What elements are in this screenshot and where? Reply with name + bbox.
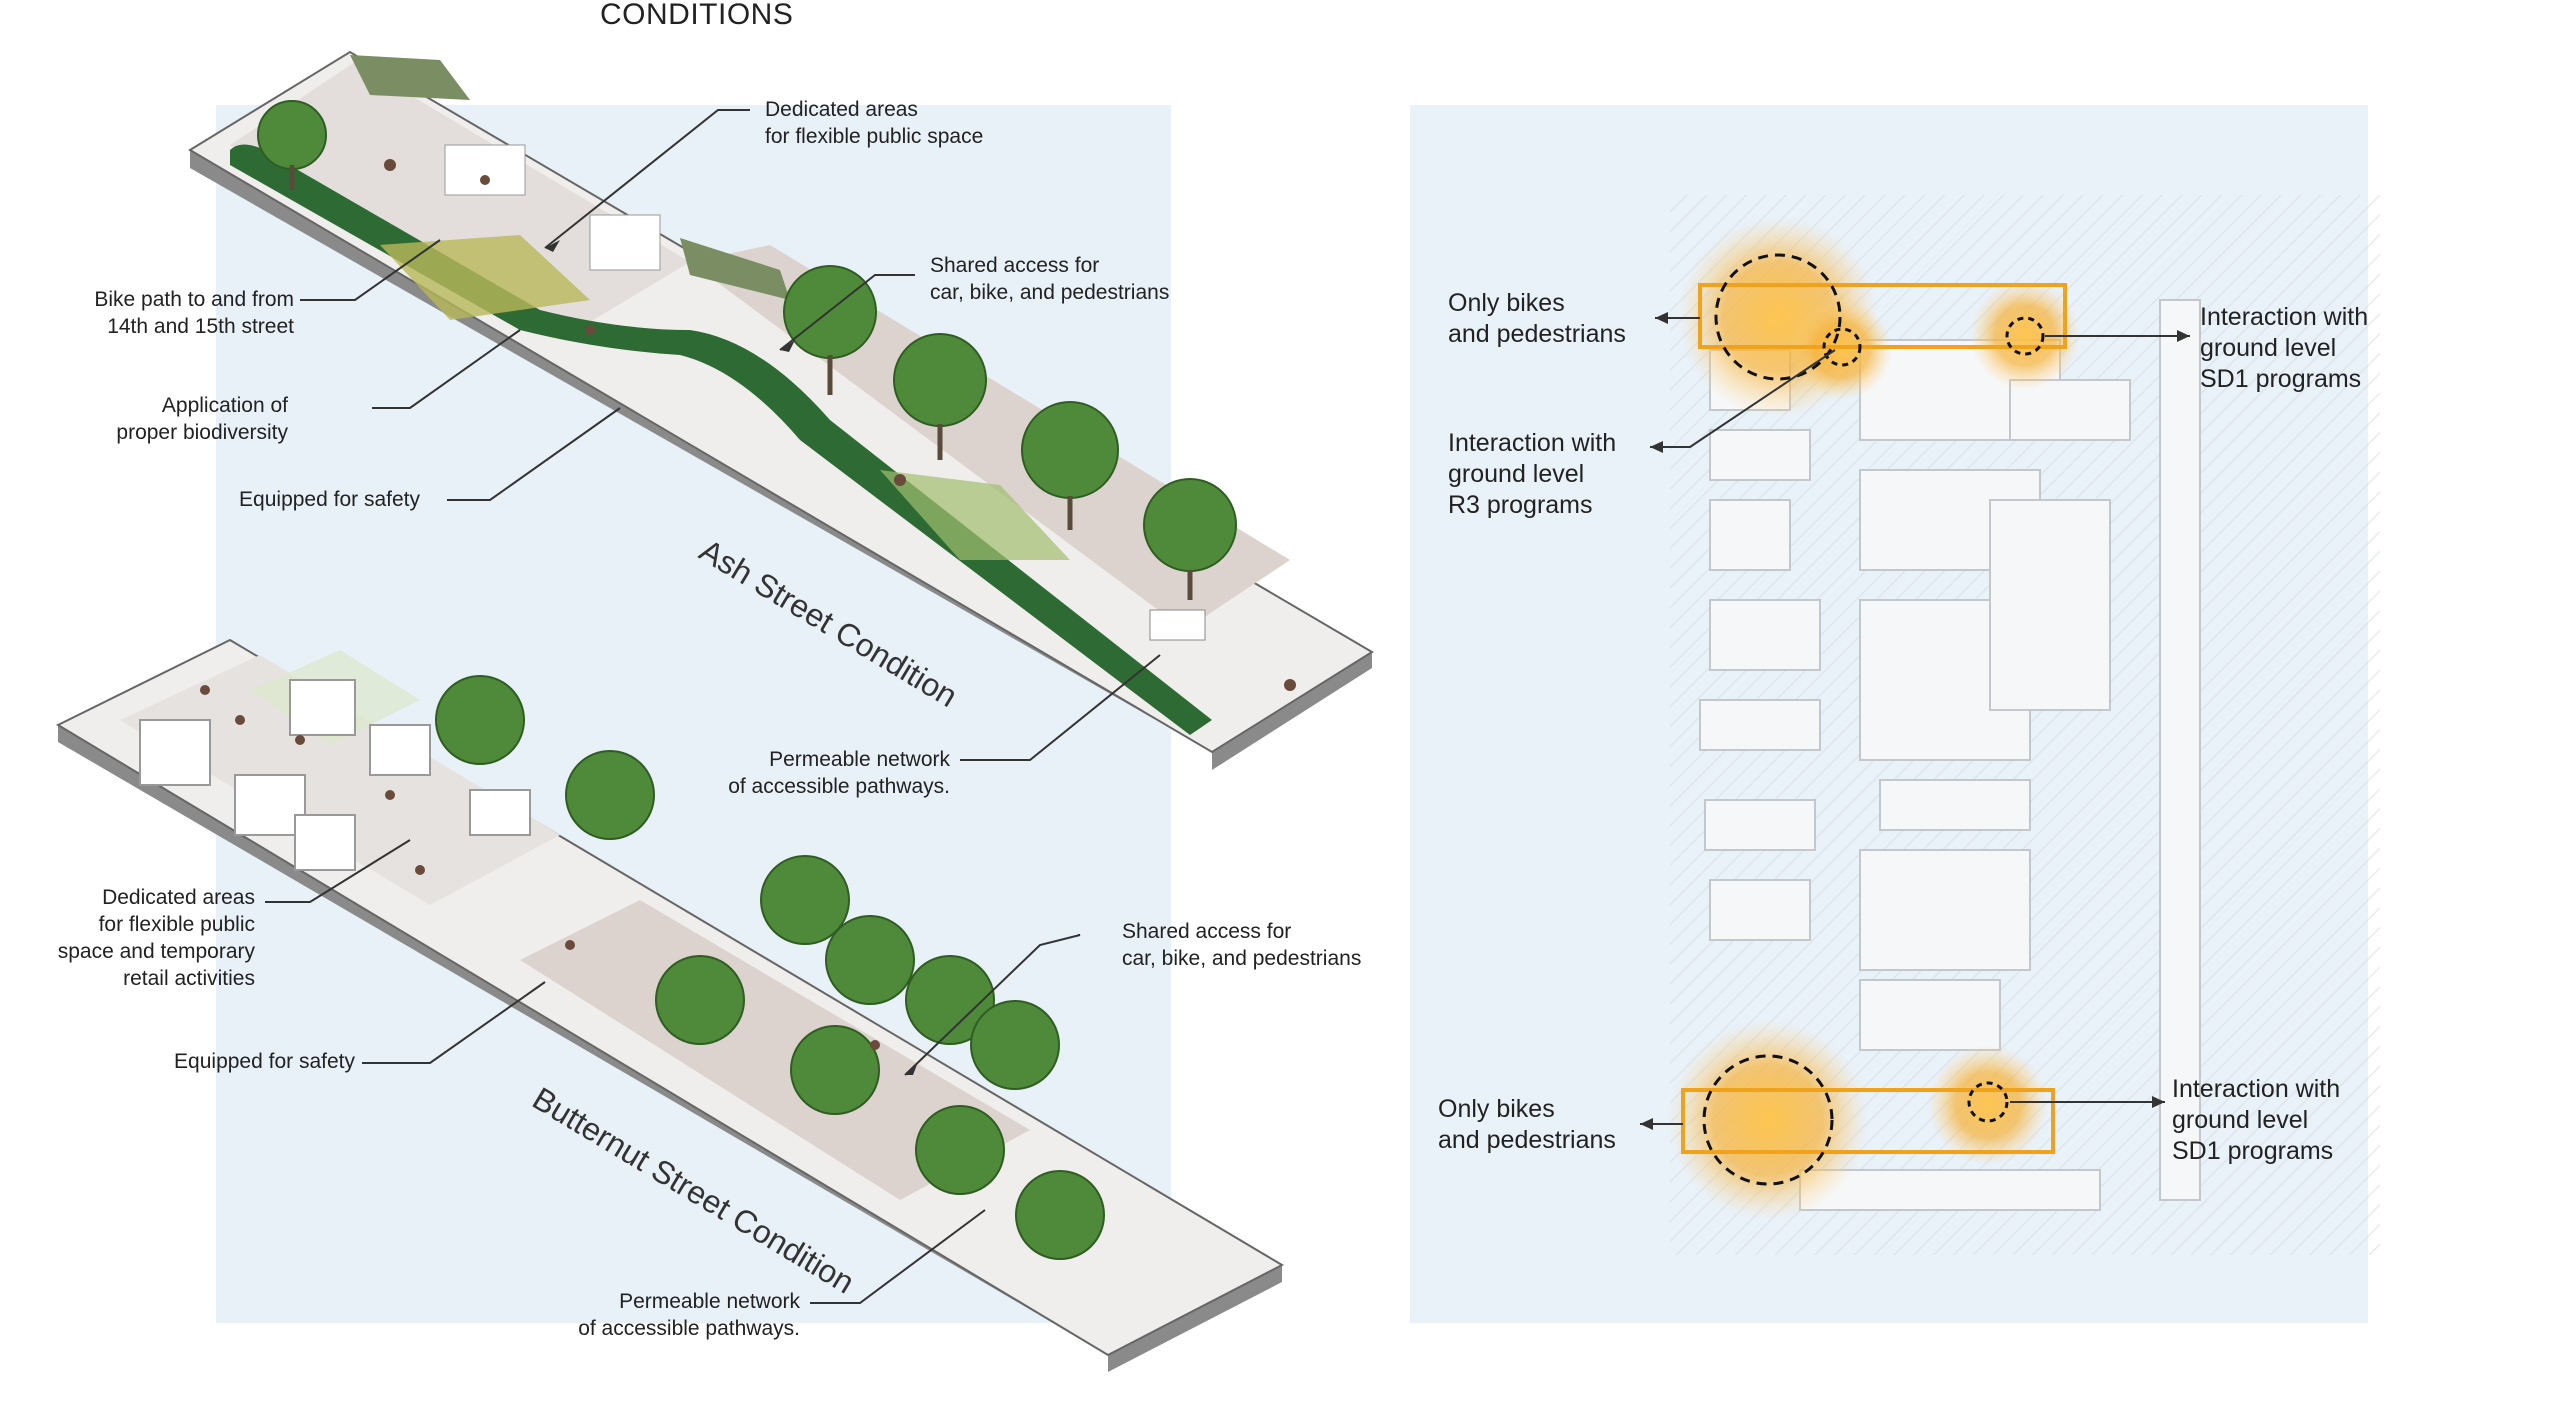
ash-street-axonometric bbox=[190, 52, 1372, 770]
butternut-safety-label: Equipped for safety bbox=[130, 1048, 355, 1075]
ash-safety-label: Equipped for safety bbox=[190, 486, 420, 513]
